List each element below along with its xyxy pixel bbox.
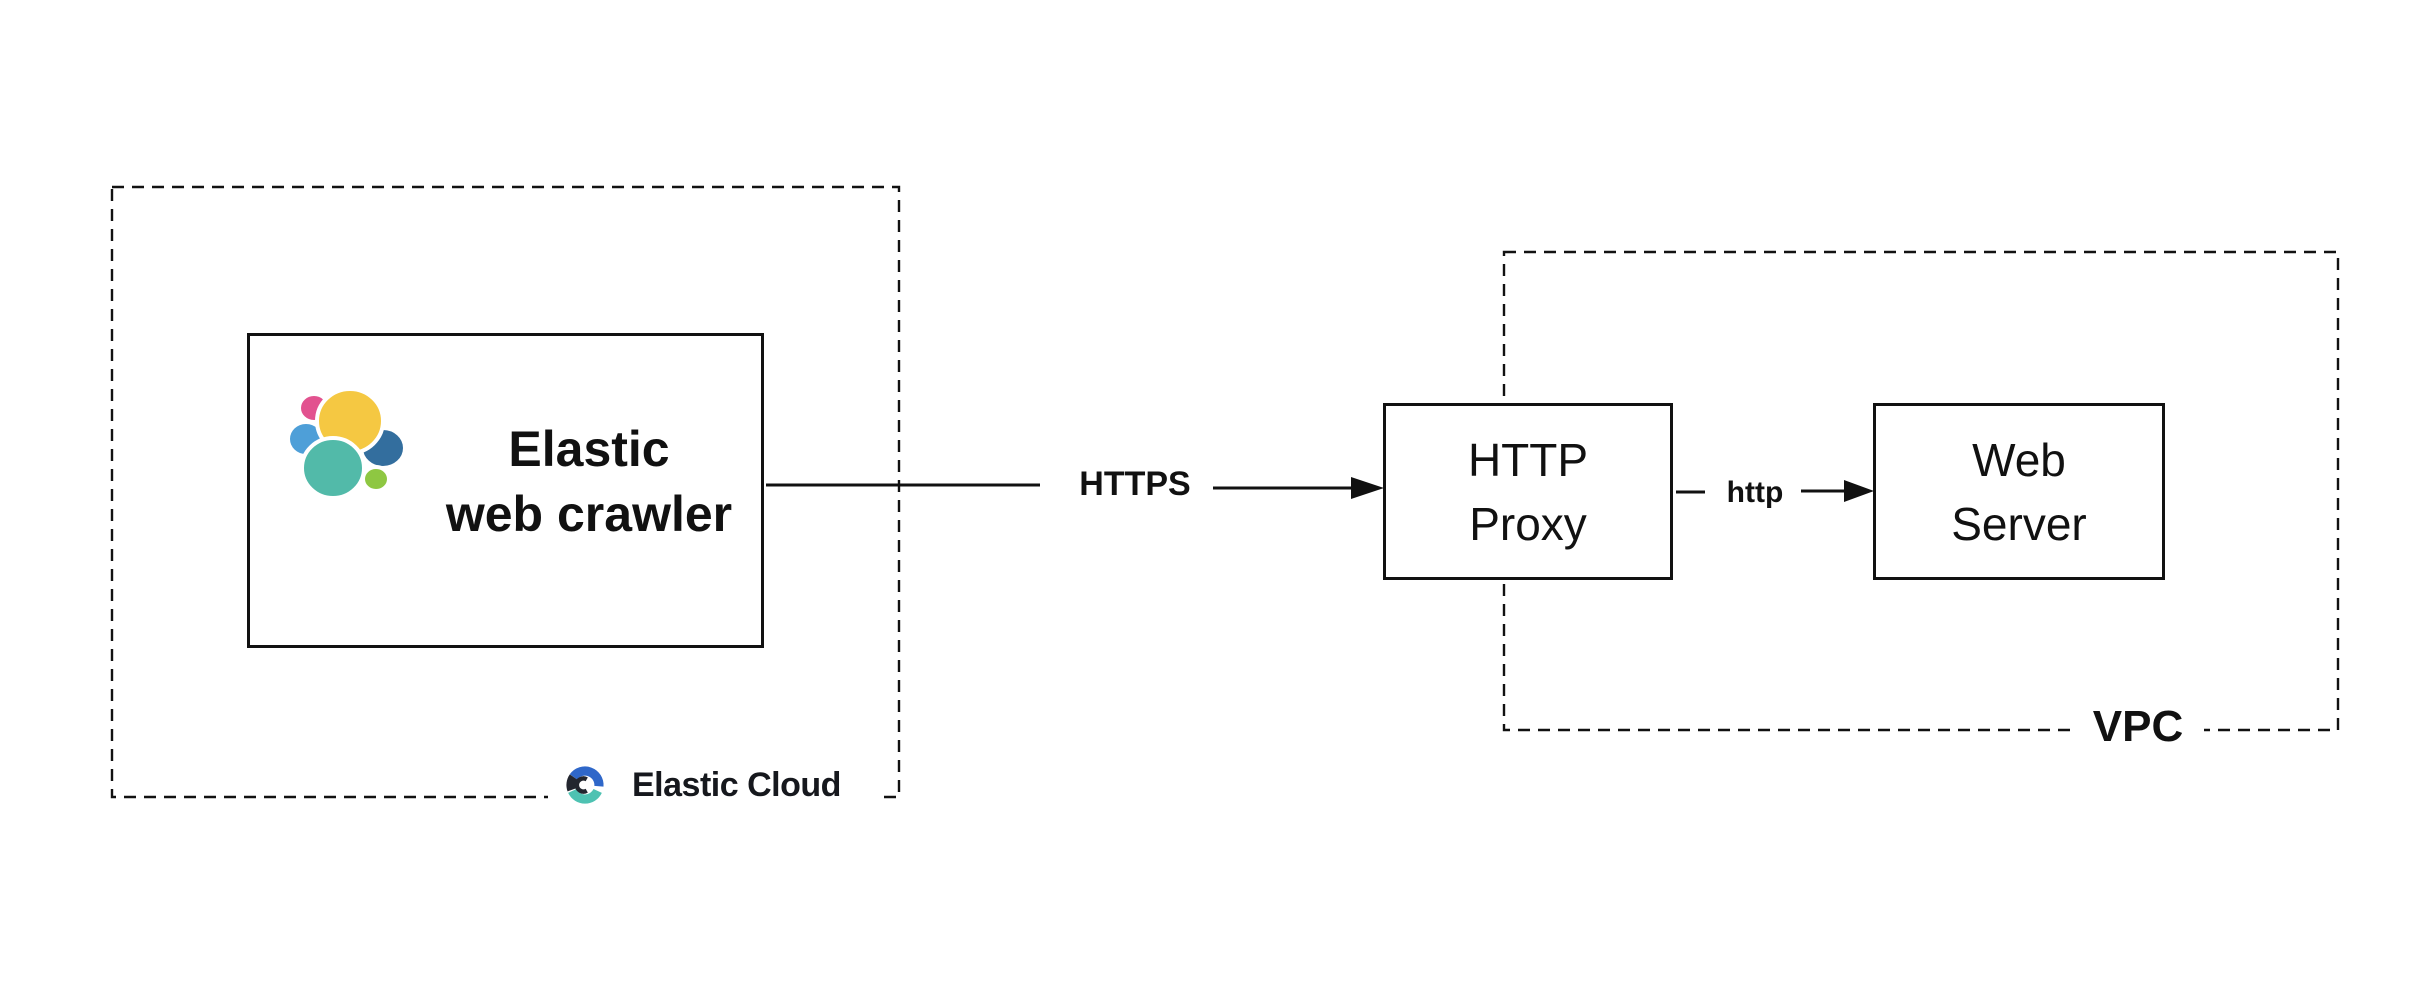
crawler-label-line2: web crawler: [445, 486, 733, 542]
elasticsearch-logo-icon: [288, 387, 407, 500]
elastic-cloud-label: Elastic Cloud: [632, 765, 841, 804]
elastic-cloud-boundary: [110, 185, 901, 799]
https-edge-label: HTTPS: [1079, 465, 1191, 503]
elastic-cloud-logo-dark-arc: [566, 774, 578, 792]
https-arrowhead-icon: [1351, 477, 1384, 499]
http-edge-label: http: [1726, 476, 1784, 509]
vpc-label: VPC: [2072, 697, 2204, 757]
elastic-cloud-logo-dark-hook: [574, 776, 588, 794]
web-server-node: Web Server: [1873, 403, 2165, 580]
elasticsearch-logo-green-shape: [361, 465, 391, 493]
web-server-label-line1: Web: [1972, 433, 2066, 486]
http-arrowhead-icon: [1844, 480, 1874, 502]
crawler-label-line1: Elastic: [508, 421, 670, 477]
web-server-label-line2: Server: [1951, 497, 2087, 550]
elastic-cloud-logo-teal-arc: [568, 788, 602, 804]
web-server-label: Web Server: [1876, 428, 2162, 556]
http-proxy-label: HTTP Proxy: [1386, 428, 1670, 556]
elastic-cloud-logo-icon: [566, 766, 604, 804]
http-proxy-node: HTTP Proxy: [1383, 403, 1673, 580]
crawler-node-label: Elastic web crawler: [425, 417, 753, 547]
elastic-web-crawler-node: Elastic web crawler: [247, 333, 764, 648]
http-proxy-label-line1: HTTP: [1467, 433, 1589, 486]
elastic-cloud-badge: Elastic Cloud: [548, 753, 877, 817]
elastic-cloud-logo-blue-arc: [569, 766, 604, 787]
elasticsearch-logo-teal-shape: [300, 436, 366, 500]
http-proxy-label-line2: Proxy: [1469, 497, 1587, 550]
